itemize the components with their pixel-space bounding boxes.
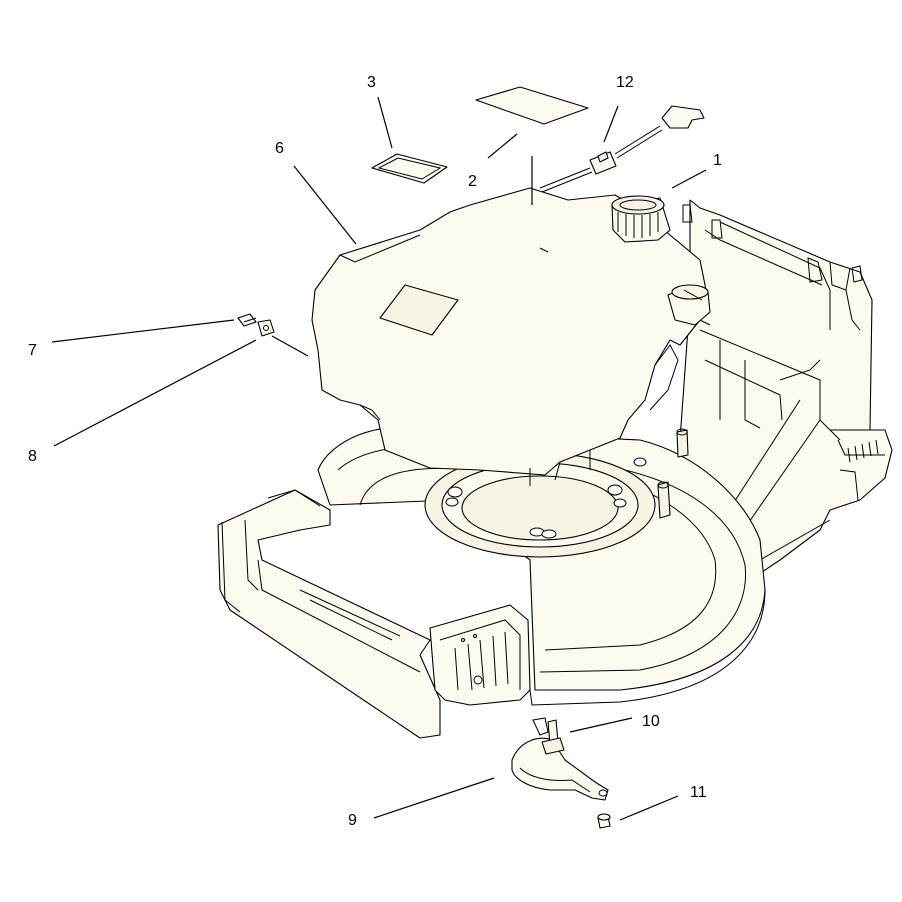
- callout-labels: 1 2 3 6 7 8 9 10 11 12: [28, 74, 722, 829]
- callout-10: 10: [642, 713, 660, 730]
- screw-part-11: [597, 813, 611, 829]
- cable-connector: [661, 105, 705, 129]
- callout-2: 2: [468, 173, 477, 190]
- deck-post: [657, 481, 671, 519]
- engine: [311, 187, 711, 486]
- engine-body: [311, 187, 709, 476]
- clip-part-8: [257, 319, 275, 337]
- rear-frame-vents: [847, 439, 879, 463]
- bolt-part-10: [541, 719, 565, 755]
- callout-6: 6: [275, 140, 284, 157]
- deck-post: [676, 429, 689, 458]
- fuel-cap: [611, 195, 671, 243]
- callout-8: 8: [28, 448, 37, 465]
- blade-spindle-rings: [424, 452, 656, 558]
- decal-part-3: [371, 153, 448, 184]
- bolt-part-7: [237, 313, 257, 327]
- leader-lines: [51, 96, 707, 821]
- callout-11: 11: [690, 784, 707, 801]
- callout-12: 12: [616, 74, 634, 91]
- callout-1: 1: [713, 152, 722, 169]
- bracket-part-9: [511, 737, 609, 801]
- mower-deck: [217, 199, 893, 739]
- callout-9: 9: [348, 812, 357, 829]
- oil-fill-cap: [667, 284, 711, 326]
- callout-7: 7: [28, 342, 37, 359]
- engine-label-plate: [379, 284, 459, 336]
- callout-3: 3: [367, 74, 376, 91]
- front-bumper-right: [429, 604, 531, 706]
- cable-part-12: [539, 105, 705, 193]
- decal-part-2: [475, 86, 589, 125]
- side-chute-left: [217, 489, 441, 739]
